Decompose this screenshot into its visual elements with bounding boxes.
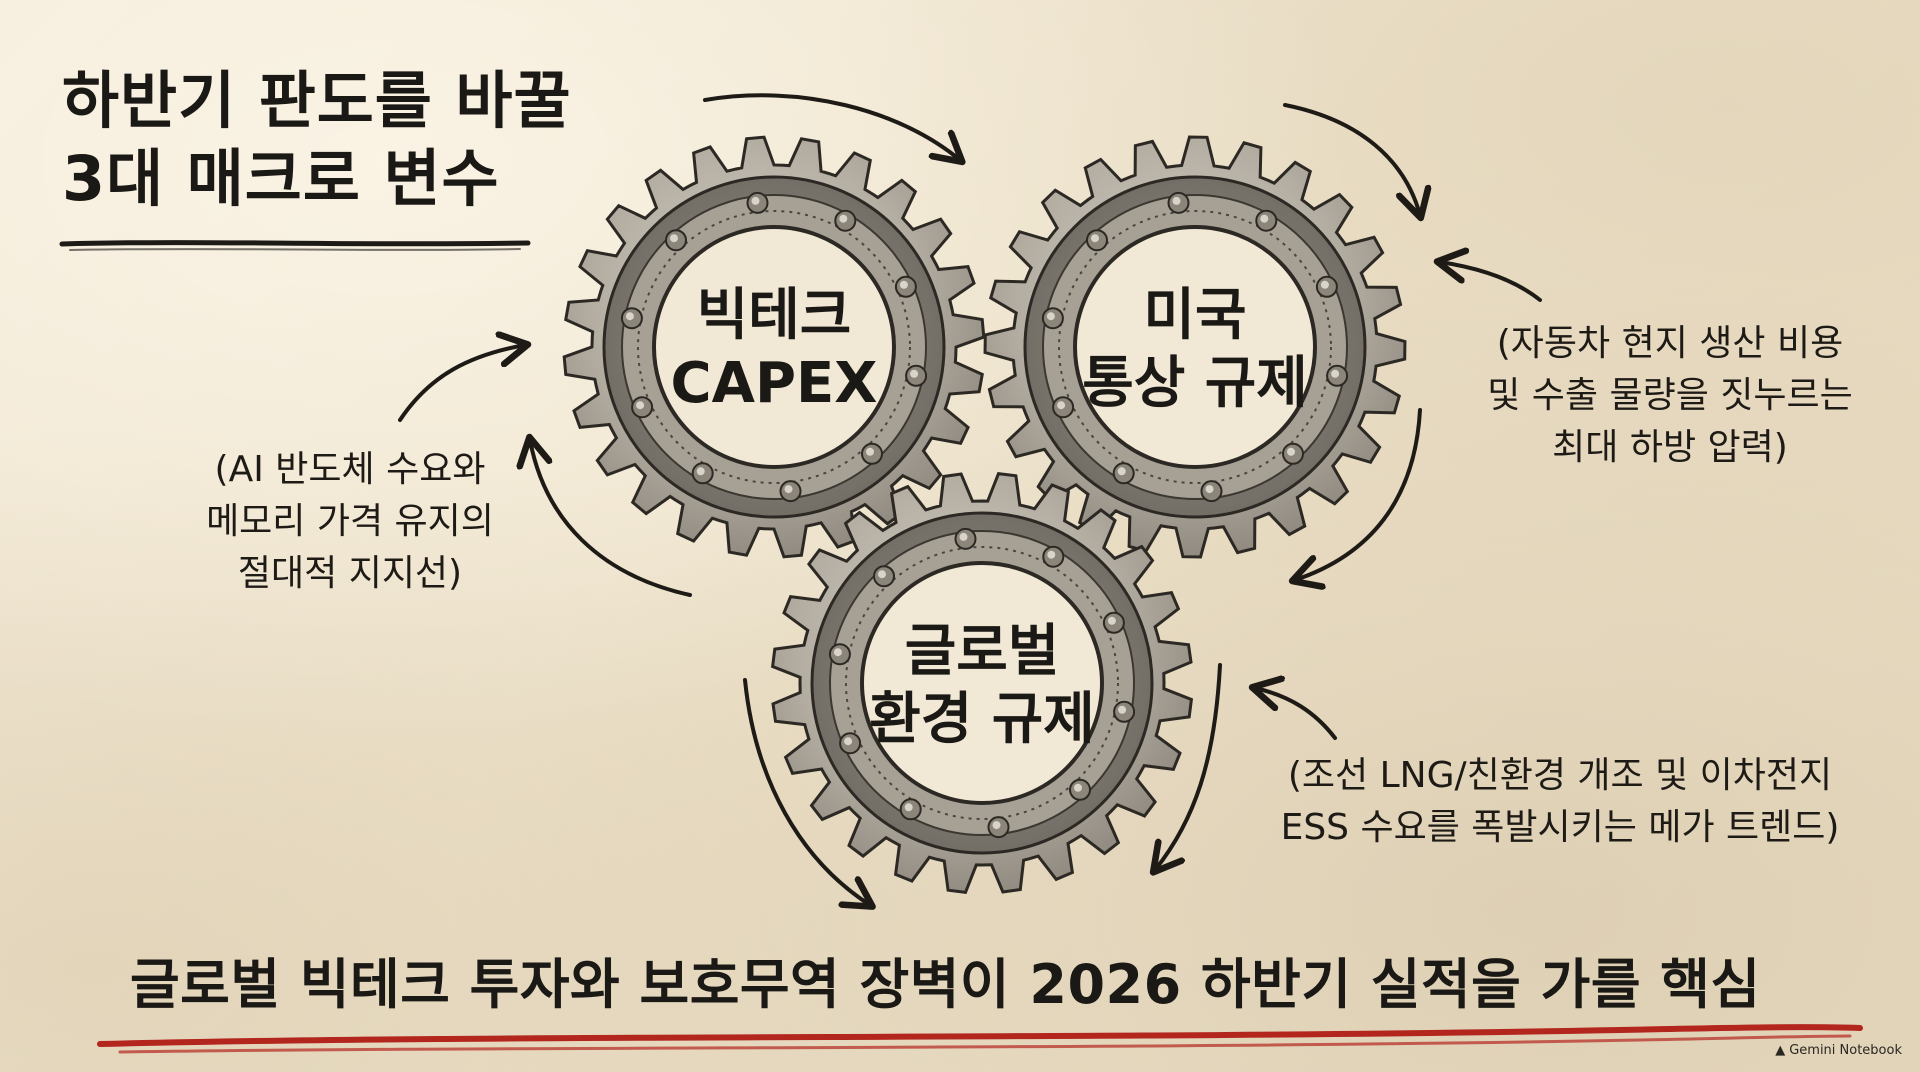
footer-underline: [97, 1024, 1863, 1047]
notebook-icon: ▲: [1775, 1043, 1786, 1058]
note-right-top-line2: 및 수출 물량을 짓누르는: [1487, 375, 1853, 416]
arrow-bottom-left: [743, 678, 870, 905]
note-left: (AI 반도체 수요와 메모리 가격 유지의 절대적 지지선): [150, 444, 550, 600]
gear-label-global-env: 글로벌 환경 규제: [832, 618, 1132, 754]
arrow-note-right-top: [1440, 262, 1542, 302]
gear-label-global-env-line2: 환경 규제: [869, 687, 1095, 752]
gear-label-us-trade-line2: 통상 규제: [1082, 351, 1308, 416]
arrow-top-right: [1283, 103, 1420, 215]
gear-label-bigtech-line2: CAPEX: [670, 351, 878, 416]
note-right-bottom-line2: ESS 수요를 폭발시키는 메가 트렌드): [1280, 807, 1840, 848]
title-line-2: 3대 매크로 변수: [62, 142, 500, 215]
title-line-1: 하반기 판도를 바꿀: [62, 64, 572, 137]
badge-label: Gemini Notebook: [1789, 1043, 1902, 1058]
gear-us-trade: [983, 135, 1407, 559]
note-right-top-line3: 최대 하방 압력): [1552, 427, 1788, 468]
note-right-top: (자동차 현지 생산 비용 및 수출 물량을 짓누르는 최대 하방 압력): [1470, 318, 1870, 474]
footer-headline: 글로벌 빅테크 투자와 보호무역 장벽이 2026 하반기 실적을 가를 핵심: [130, 953, 1761, 1016]
note-left-line2: 메모리 가격 유지의: [206, 501, 494, 542]
gear-label-us-trade: 미국 통상 규제: [1045, 282, 1345, 418]
title-underline: [59, 240, 531, 247]
note-right-top-line1: (자동차 현지 생산 비용: [1496, 323, 1844, 364]
note-right-bottom: (조선 LNG/친환경 개조 및 이차전지 ESS 수요를 폭발시키는 메가 트…: [1250, 750, 1870, 854]
note-left-line3: 절대적 지지선): [237, 553, 463, 594]
gear-label-global-env-line1: 글로벌: [904, 619, 1060, 684]
arrow-left-mid: [530, 440, 692, 597]
arrow-bottom-right: [1155, 663, 1222, 870]
arrow-right-mid: [1295, 408, 1422, 580]
gear-label-bigtech: 빅테크 CAPEX: [624, 282, 924, 418]
gear-label-us-trade-line1: 미국: [1143, 283, 1247, 348]
arrow-note-right-bottom: [1255, 688, 1337, 740]
note-left-line1: (AI 반도체 수요와: [214, 449, 486, 490]
gear-global-env: [770, 471, 1194, 895]
note-right-bottom-line1: (조선 LNG/친환경 개조 및 이차전지: [1287, 755, 1833, 796]
arrow-top-left: [703, 93, 960, 160]
gear-bigtech: [562, 135, 986, 559]
gemini-notebook-badge: ▲Gemini Notebook: [1775, 1043, 1902, 1058]
gear-label-bigtech-line1: 빅테크: [696, 283, 852, 348]
arrow-note-left: [398, 345, 525, 422]
